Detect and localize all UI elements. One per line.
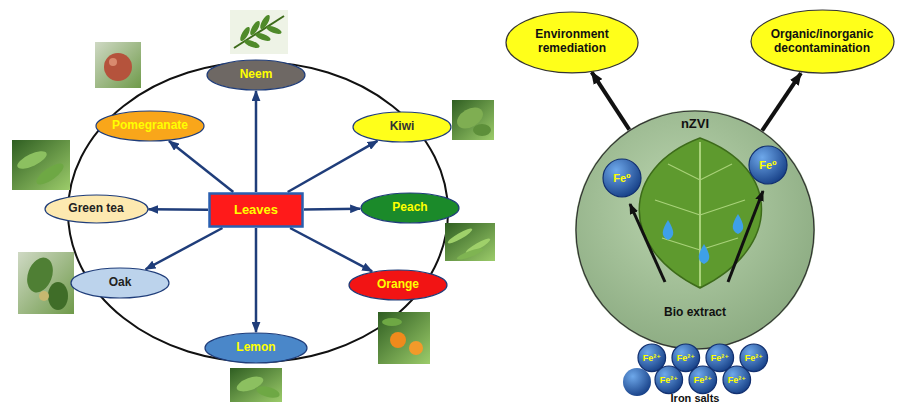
- source-ellipse: Pomegranate: [95, 110, 205, 142]
- node-label: Fe²⁺: [643, 353, 661, 363]
- reduction-arrow: [630, 204, 665, 282]
- group-label: Iron salts: [671, 392, 720, 405]
- kiwi-photo: [452, 100, 494, 140]
- iron-salt-ball: Fe²⁺: [654, 365, 684, 395]
- arrow-connector: [304, 207, 360, 210]
- node-shape: [506, 12, 638, 73]
- node-label: Fe²⁺: [694, 375, 712, 385]
- node-shape: [71, 268, 169, 298]
- arrow-connector: [288, 141, 378, 192]
- iron-ball: Fe⁰: [748, 145, 788, 185]
- lemon-photo: [230, 368, 282, 402]
- application-ellipse: Environment remediation: [505, 11, 639, 74]
- node-label: Fe²⁺: [660, 375, 678, 385]
- node-label: Pomegranate: [112, 119, 188, 133]
- neem-photo: [230, 10, 288, 54]
- node-shape: [349, 270, 447, 300]
- node-label: Kiwi: [390, 120, 415, 134]
- node-label: Lemon: [236, 341, 275, 355]
- node-shape: [45, 195, 148, 223]
- source-ellipse: Oak: [70, 267, 170, 299]
- source-ellipse: Lemon: [204, 332, 308, 364]
- node-label: Fe²⁺: [728, 375, 746, 385]
- node-shape: [210, 194, 303, 227]
- node-label: Green tea: [68, 202, 123, 216]
- node-note: Bio extract: [664, 306, 726, 320]
- node-shape: [207, 60, 305, 90]
- node-label: Organic/inorganic decontamination: [767, 28, 877, 56]
- reduction-arrow: [728, 191, 763, 282]
- iron-ball: Fe⁰: [602, 158, 642, 198]
- arrow-connector: [169, 141, 233, 192]
- node-shape: [655, 366, 683, 394]
- node-shape: [750, 10, 893, 73]
- arrow-connector: [146, 228, 223, 269]
- arrow-connector: [290, 228, 372, 271]
- node-label: Environment remediation: [522, 28, 622, 56]
- application-ellipse: Organic/inorganic decontamination: [750, 9, 895, 74]
- arrow-connector: [148, 208, 208, 211]
- node-shape: [723, 366, 751, 394]
- node-label: Fe²⁺: [745, 353, 763, 363]
- node-label: Fe⁰: [613, 172, 631, 185]
- arrow-connector: [255, 91, 258, 192]
- source-ellipse: Orange: [348, 269, 448, 301]
- node-label: Orange: [377, 278, 419, 292]
- source-ellipse: Neem: [206, 59, 306, 91]
- water-drops: [663, 214, 744, 264]
- green-tea-photo: [12, 140, 70, 190]
- node-shape: [353, 112, 451, 142]
- iron-salt-ball: [623, 368, 651, 396]
- node-shape: [576, 111, 814, 349]
- node-label: Leaves: [234, 203, 278, 218]
- source-ellipse: Kiwi: [352, 111, 452, 143]
- node-label: Fe²⁺: [677, 353, 695, 363]
- arrow-connector: [762, 73, 801, 130]
- center-box: Leaves: [208, 192, 304, 228]
- nzvi-circle: nZVI Bio extract Fe⁰ Fe⁰: [575, 110, 815, 350]
- iron-salt-ball: Fe²⁺: [688, 365, 718, 395]
- node-shape: [96, 111, 204, 141]
- node-label: nZVI: [681, 117, 709, 132]
- arrow-connector: [592, 72, 630, 130]
- node-shape: [689, 366, 717, 394]
- source-ellipse: Peach: [360, 192, 460, 224]
- peach-photo: [445, 223, 495, 262]
- node-shape: [361, 193, 459, 223]
- node-shape: [603, 159, 641, 197]
- arrow-connector: [255, 228, 258, 332]
- node-label: Fe⁰: [759, 159, 777, 172]
- orange-photo: [378, 312, 430, 364]
- node-label: Neem: [240, 68, 273, 82]
- iron-salt-ball: Fe²⁺: [722, 365, 752, 395]
- nzvi-ground: [575, 110, 815, 350]
- node-label: Peach: [392, 201, 427, 215]
- oak-photo: [18, 252, 74, 314]
- pomegranate-photo: [95, 42, 141, 88]
- node-shape: [749, 146, 787, 184]
- node-label: Fe²⁺: [711, 353, 729, 363]
- node-label: Oak: [109, 276, 132, 290]
- source-ellipse: Green tea: [44, 194, 149, 224]
- node-shape: [205, 333, 307, 363]
